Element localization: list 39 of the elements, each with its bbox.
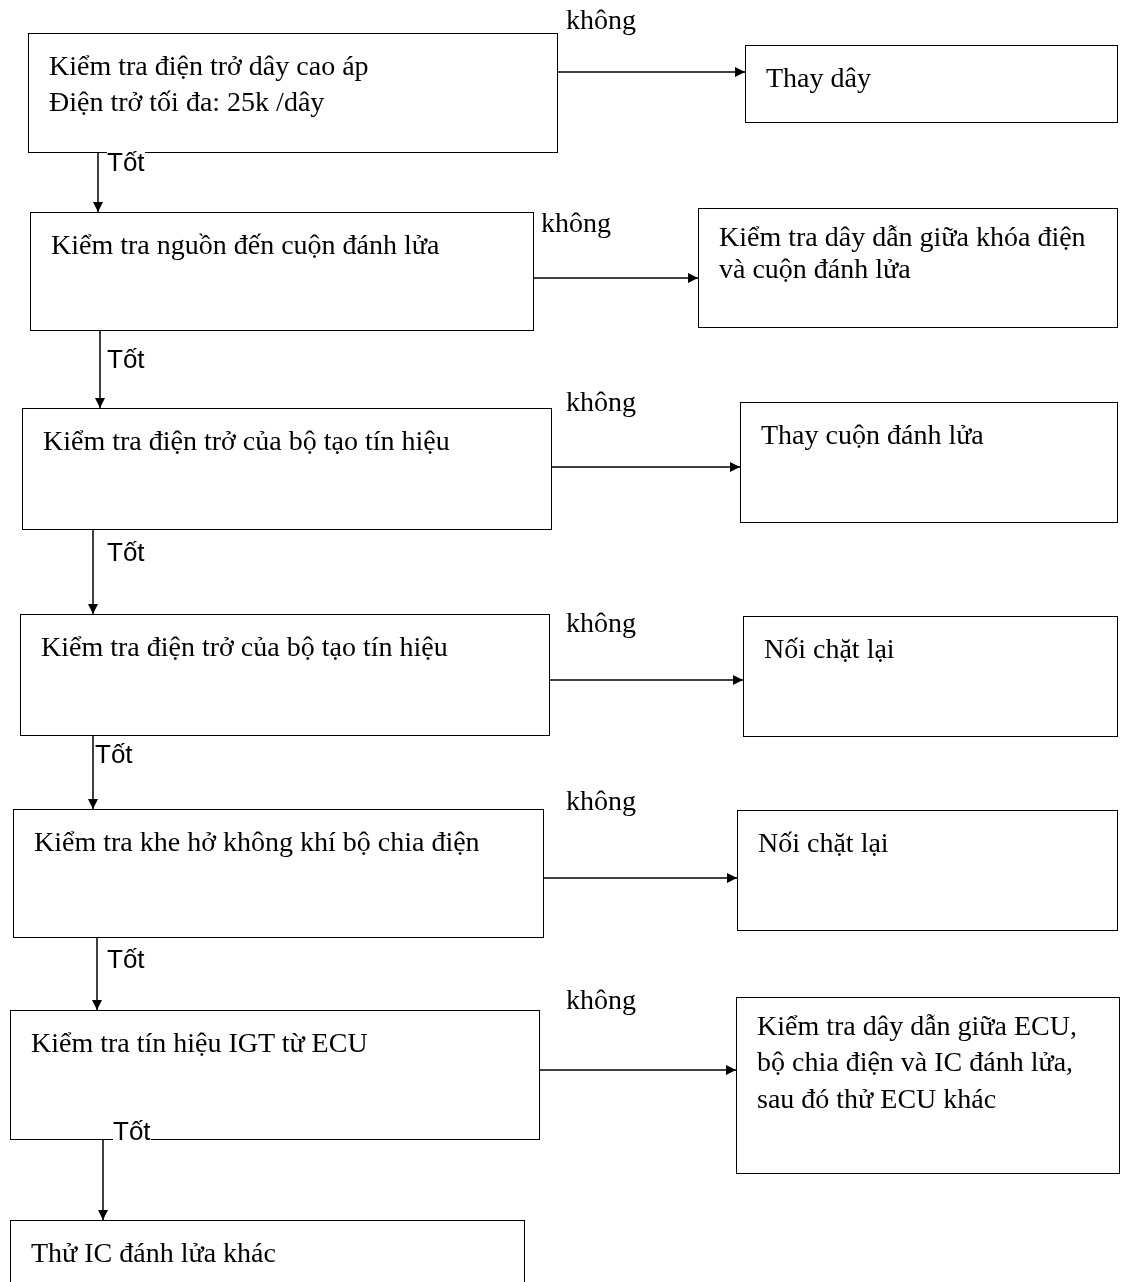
arrow: [539, 1065, 737, 1075]
box-text: Thử IC đánh lửa khác: [31, 1236, 277, 1270]
process-box: [745, 45, 1118, 123]
box-text: Thay dây: [766, 61, 872, 95]
process-box: [743, 616, 1118, 737]
process-box: [10, 1220, 525, 1282]
arrow: [95, 330, 105, 409]
box-text: Kiểm tra dây dẫn giữa khóa điện và cuộn đánh lửa: [719, 221, 1087, 286]
process-box: [28, 33, 558, 153]
arrow: [549, 675, 744, 685]
box-text: Nối chặt lại: [764, 632, 896, 666]
process-box: [740, 402, 1118, 523]
box-text: Kiểm tra tín hiệu IGT từ ECU: [31, 1026, 369, 1060]
box-text: Kiểm tra dây dẫn giữa ECU, bộ chia điện và IC đánh lửa, sau đó thử ECU khác: [757, 1009, 1078, 1116]
box-text: Thay cuộn đánh lửa: [761, 418, 985, 452]
box-text: Kiểm tra điện trở của bộ tạo tín hiệu: [41, 630, 449, 664]
arrow: [551, 462, 741, 472]
process-box: [736, 997, 1120, 1174]
process-box: [20, 614, 550, 736]
box-text: Nối chặt lại: [758, 826, 890, 860]
box-text: Kiểm tra điện trở của bộ tạo tín hiệu: [43, 424, 451, 458]
arrow: [88, 735, 98, 810]
arrow: [557, 67, 746, 77]
process-box: [30, 212, 534, 331]
arrow: [98, 1139, 108, 1221]
box-text: Kiểm tra điện trở dây cao áp: [49, 49, 370, 83]
process-box: [10, 1010, 540, 1140]
process-box: [698, 208, 1118, 328]
box-text: Điện trở tối đa: 25k /dây: [49, 85, 326, 120]
box-text: Kiểm tra khe hở không khí bộ chia điện: [34, 825, 481, 859]
process-box: [22, 408, 552, 530]
arrow: [533, 273, 699, 283]
arrow: [93, 152, 103, 213]
arrow: [92, 937, 102, 1011]
arrow: [543, 873, 738, 883]
process-box: [13, 809, 544, 938]
process-box: [737, 810, 1118, 931]
box-text: Kiểm tra nguồn đến cuộn đánh lửa: [51, 228, 441, 262]
arrow: [88, 529, 98, 615]
